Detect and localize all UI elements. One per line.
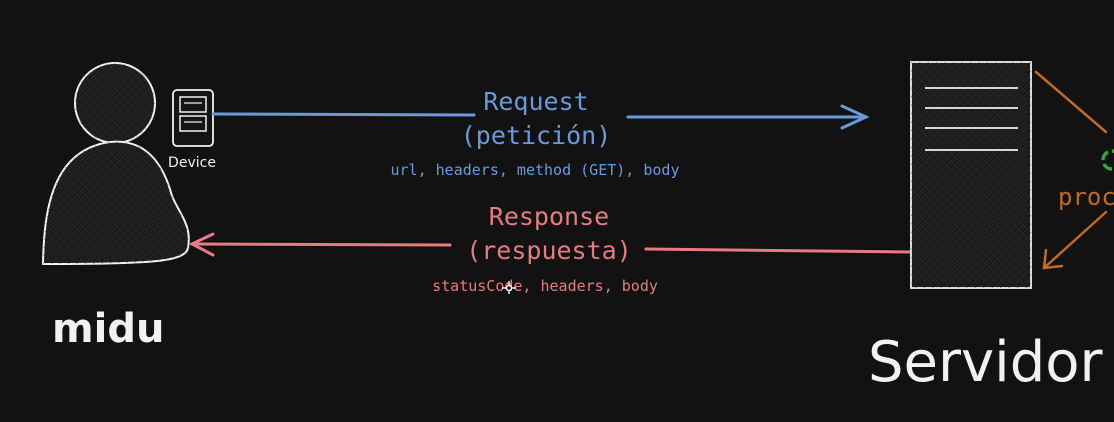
response-title: Response [489,202,609,231]
request-details: url, headers, method (GET), body [391,161,680,179]
response-arrow [188,232,912,257]
request-subtitle: (petición) [461,121,612,150]
device-label: Device [168,155,216,171]
client-name: midu [52,306,165,352]
cursor-icon [502,281,516,294]
recycle-icon [1101,149,1114,171]
server-icon [910,61,1032,289]
request-title: Request [483,87,588,116]
process-label: proc [1058,183,1114,211]
response-details: statusCode, headers, body [432,277,658,295]
request-arrow [211,104,870,130]
user-icon [42,62,190,265]
phone-icon [172,89,214,147]
process-arrows [1034,70,1108,270]
server-name: Servidor [868,330,1104,395]
response-subtitle: (respuesta) [466,236,632,265]
